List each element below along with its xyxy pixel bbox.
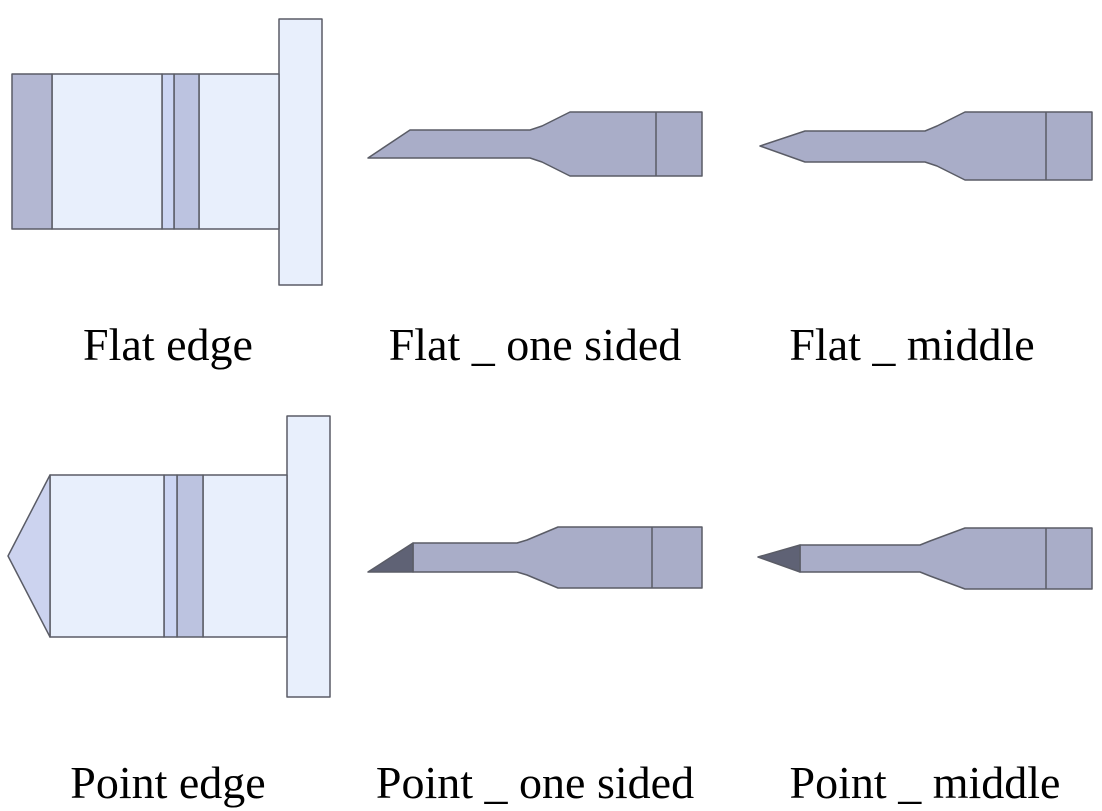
- flat-edge-tool: [11, 18, 323, 286]
- point-middle-blade: [757, 527, 1093, 590]
- body-section: [198, 73, 280, 230]
- blade-body: [412, 526, 703, 589]
- label-point-middle: Point _ middle: [790, 757, 1061, 808]
- flat-middle-blade: [759, 111, 1093, 181]
- point-one-sided-blade: [367, 526, 703, 589]
- point-edge-tool: [7, 415, 331, 698]
- thin-band: [161, 73, 175, 230]
- blade-tip: [367, 542, 414, 573]
- blade-tip: [757, 544, 801, 573]
- flat-end-band: [11, 73, 53, 230]
- flange: [278, 18, 323, 286]
- label-flat-edge: Flat edge: [83, 319, 253, 370]
- mid-band: [176, 474, 204, 638]
- label-point-one-sided: Point _ one sided: [376, 757, 694, 808]
- body-section: [49, 474, 165, 638]
- thin-band: [163, 474, 178, 638]
- flange: [286, 415, 331, 698]
- blade-body: [759, 111, 1093, 181]
- label-point-edge: Point edge: [70, 757, 265, 808]
- label-flat-middle: Flat _ middle: [789, 319, 1034, 370]
- flat-one-sided-blade: [367, 111, 703, 177]
- blade-body: [367, 111, 703, 177]
- body-section: [51, 73, 163, 230]
- blade-body: [799, 527, 1093, 590]
- label-flat-one-sided: Flat _ one sided: [389, 319, 682, 370]
- body-section: [202, 474, 288, 638]
- mid-band: [173, 73, 200, 230]
- point-tip: [7, 474, 51, 638]
